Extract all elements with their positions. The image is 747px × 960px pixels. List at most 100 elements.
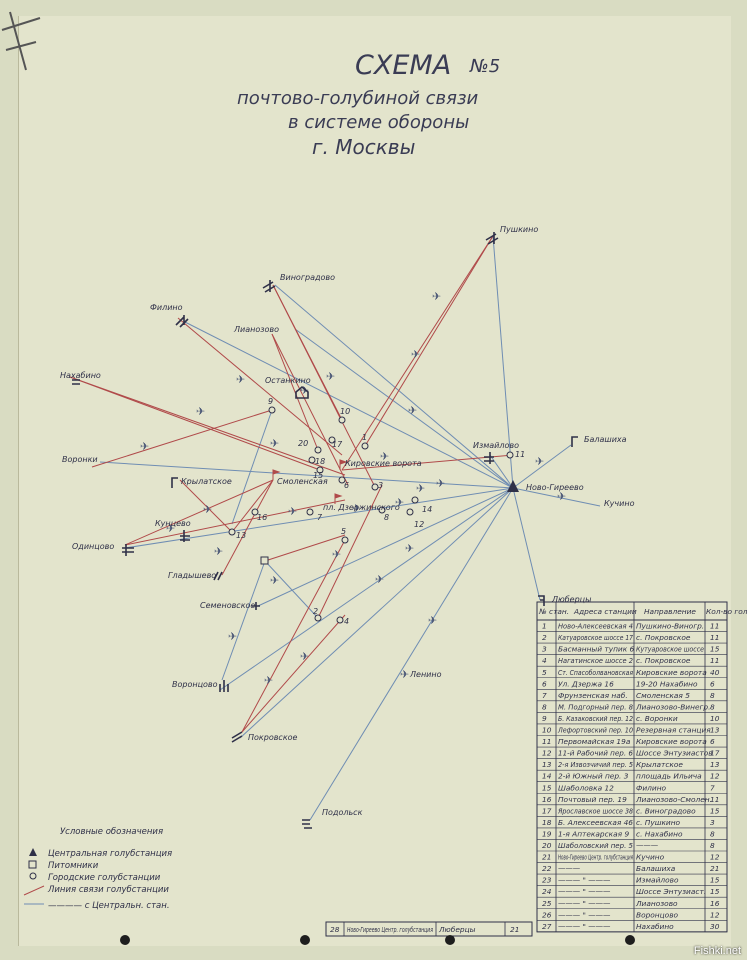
table-cell: Ново-Гиреево Центр. голубстанция (347, 925, 433, 934)
paper (18, 16, 731, 946)
table-cell: 11-й Рабочий пер. 6 (558, 749, 633, 758)
table-cell: 8 (710, 829, 715, 838)
title-line1: СХЕМА (355, 50, 451, 81)
svg-text:13: 13 (236, 531, 246, 540)
table-cell: Кировские ворота (636, 737, 707, 746)
table-cell: 9 (542, 714, 547, 723)
legend-item-0: Центральная голубстанция (48, 849, 172, 859)
table-cell: Пушкино-Виногр. (636, 622, 704, 631)
central-station (507, 480, 519, 492)
svg-text:✈: ✈ (432, 290, 441, 303)
svg-text:✈: ✈ (400, 668, 409, 681)
label-pokrovskoe: Покровское (248, 733, 298, 742)
svg-text:6: 6 (344, 481, 349, 490)
label-lenino: Ленино (409, 670, 442, 679)
label-krylatskoe: Крылатское (181, 477, 232, 486)
svg-text:18: 18 (315, 457, 325, 466)
svg-text:14: 14 (422, 505, 432, 514)
table-cell: 10 (710, 714, 720, 723)
table-cell: 2 (542, 633, 547, 642)
legend: Условные обозначения Центральная голубст… (23, 827, 172, 911)
table-cell: ——— " ——— (558, 910, 611, 919)
place-labels: Пушкино Виноградово Филино Лианозово Ост… (60, 225, 635, 817)
table-cell: 1-я Аптекарская 9 (558, 829, 629, 838)
table-cell: 3 (542, 645, 547, 654)
svg-text:✈: ✈ (405, 542, 414, 555)
svg-text:✈: ✈ (270, 574, 279, 587)
station-15 (316, 466, 324, 474)
svg-text:✈: ✈ (300, 384, 309, 397)
table-cell: ——— " ——— (558, 887, 611, 896)
table-cell: Воронцово (636, 910, 679, 919)
svg-text:✈: ✈ (300, 650, 309, 663)
table-cell: 2-й Южный пер. 3 (558, 772, 629, 781)
table-cell: ——— " ——— (558, 876, 611, 885)
table-cell: 6 (710, 679, 715, 688)
label-vorontsovo: Воронцово (172, 680, 218, 689)
table-cell: 26 (542, 910, 552, 919)
station-7 (306, 508, 314, 516)
table-cell: 4 (542, 656, 547, 665)
svg-text:✈: ✈ (288, 505, 297, 518)
table-cell: 27 (542, 922, 552, 931)
svg-text:10: 10 (340, 407, 350, 416)
svg-text:✈: ✈ (196, 405, 205, 418)
table-cell: Кировские ворота (636, 668, 707, 677)
svg-text:8: 8 (384, 513, 389, 522)
table-cell: 6 (710, 737, 715, 746)
table-cell: Лианозово-Винегр. (635, 702, 710, 711)
table-cell: 23 (542, 876, 552, 885)
station-11 (506, 451, 514, 459)
table-cell: Лефортовский пер. 10 (557, 726, 633, 735)
svg-text:✈: ✈ (352, 502, 361, 515)
table-cell: 12 (710, 910, 720, 919)
table-cell: Лианозово-Смолен. (635, 795, 712, 804)
label-lianozovo: Лианозово (233, 325, 279, 334)
table-cell: Люберцы (438, 925, 476, 934)
table-cell: Крылатское (636, 760, 683, 769)
label-semenovskoe: Семеновское (200, 601, 255, 610)
table-cell: 3 (710, 818, 715, 827)
legend-item-2: Городские голубстанции (48, 873, 161, 883)
table-header-cell: Направление (644, 607, 696, 616)
legend-item-1: Питомники (48, 861, 99, 871)
table-row-28 (325, 921, 533, 937)
table-cell: с. Пушкино (636, 818, 681, 827)
station-10 (338, 416, 346, 424)
legend-title: Условные обозначения (60, 827, 163, 837)
table-cell: 1 (542, 622, 547, 631)
svg-text:✈: ✈ (428, 614, 437, 627)
table-cell: Басманный тупик 6 (558, 645, 635, 654)
station-5 (341, 536, 349, 544)
label-glady: Гладышево (168, 571, 216, 580)
table-cell: М. Подгорный пер. 8 (558, 702, 633, 711)
label-ostankino: Останкино (265, 376, 311, 385)
dovecote-marks (72, 232, 578, 829)
label-kuntsevo: Кунцево (155, 519, 191, 528)
svg-text:✈: ✈ (332, 548, 341, 561)
label-filino: Филино (150, 303, 183, 312)
table-cell: Ярославское шоссе 38 (557, 806, 633, 815)
table-cell: Резервная станция (636, 726, 711, 735)
label-kuchino: Кучино (604, 499, 635, 508)
svg-text:✈: ✈ (411, 348, 420, 361)
fold-mark (1, 11, 41, 71)
table-cell: 12 (542, 749, 552, 758)
map-title: СХЕМА №5 почтово-голубиной связи в систе… (237, 50, 500, 159)
station-17 (314, 446, 322, 454)
table-cell: с. Покровское (636, 633, 691, 642)
svg-text:✈: ✈ (535, 455, 544, 468)
table-cell: 11 (710, 622, 719, 631)
table-cell: 17 (710, 749, 720, 758)
station-9 (268, 406, 276, 414)
svg-text:5: 5 (341, 527, 346, 536)
table-cell: 40 (710, 668, 720, 677)
label-kirovskie: Кировские ворота (345, 459, 422, 468)
table-cell: 11 (542, 737, 551, 746)
table-header-cell: № стан. (538, 607, 569, 616)
station-3 (371, 483, 379, 491)
table-cell: 13 (542, 760, 552, 769)
station-16 (251, 508, 259, 516)
